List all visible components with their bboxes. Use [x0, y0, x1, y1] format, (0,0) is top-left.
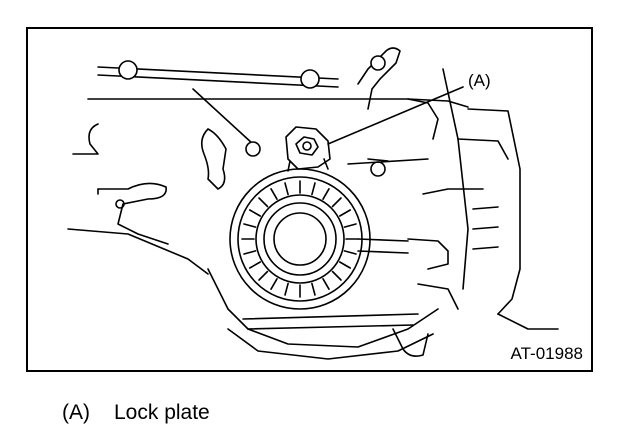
- transmission-illustration: [67, 47, 559, 360]
- gear-tooth: [258, 197, 269, 208]
- gear-tooth: [339, 209, 351, 217]
- parking-gear: [229, 168, 371, 310]
- legend-entry: (A) Lock plate: [62, 401, 210, 425]
- gear-tooth: [270, 188, 278, 200]
- figure-id: AT-01988: [510, 344, 583, 363]
- gear-tooth: [284, 282, 289, 296]
- gear-tooth: [258, 270, 269, 281]
- shift-rod: [97, 47, 401, 110]
- legend-description: Lock plate: [114, 401, 210, 424]
- gear-tooth: [311, 282, 316, 296]
- housing-left: [67, 88, 261, 275]
- legend-key: (A): [62, 401, 90, 424]
- gear-tooth: [284, 182, 289, 196]
- callout-a-label: (A): [468, 71, 491, 90]
- gear-tooth: [343, 250, 357, 255]
- oil-pan: [207, 158, 459, 360]
- gear-tooth: [249, 261, 261, 269]
- gear-tooth: [243, 250, 257, 255]
- gear-tooth: [331, 197, 342, 208]
- housing-right: [422, 68, 559, 330]
- gear-tooth: [322, 278, 330, 290]
- lock-plate: [285, 126, 331, 172]
- gear-tooth: [322, 188, 330, 200]
- gear-tooth: [243, 223, 257, 228]
- gear-tooth: [343, 223, 357, 228]
- gear-tooth: [249, 209, 261, 217]
- diagram-frame: (A) AT-01988: [26, 27, 593, 372]
- gear-tooth: [339, 261, 351, 269]
- gear-tooth: [311, 182, 316, 196]
- gear-tooth: [270, 278, 278, 290]
- gear-tooth: [331, 270, 342, 281]
- callout-leader: [327, 86, 464, 145]
